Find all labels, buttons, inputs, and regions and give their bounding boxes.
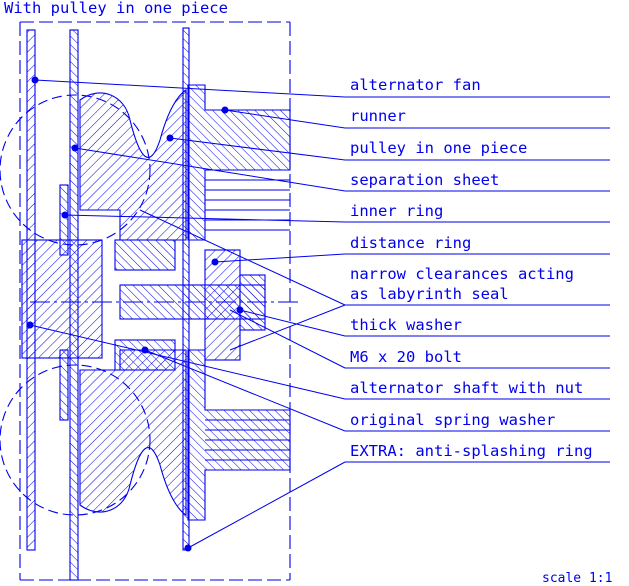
distance-ring-top: [114, 239, 176, 271]
label-pulley: pulley in one piece: [350, 139, 527, 157]
drawing-title: With pulley in one piece: [4, 0, 228, 17]
label-distance-ring: distance ring: [350, 234, 471, 252]
label-bolt: M6 x 20 bolt: [350, 348, 462, 366]
callout-labels: alternator fan runner pulley in one piec…: [350, 76, 593, 460]
inner-ring-bottom: [59, 349, 69, 421]
pulley-bottom-shape: [79, 349, 187, 516]
label-narrow-clearances-line1: narrow clearances acting: [350, 265, 574, 283]
leader-lines: [26, 76, 610, 552]
shaft-shape: [21, 239, 103, 359]
label-runner: runner: [350, 107, 406, 125]
runner-bottom-shape: [187, 349, 291, 521]
label-inner-ring: inner ring: [350, 202, 443, 220]
distance-ring-bottom: [114, 339, 176, 371]
label-separation-sheet: separation sheet: [350, 171, 499, 189]
detail-circle-top: [0, 94, 151, 246]
label-spring-washer: original spring washer: [350, 411, 555, 429]
label-shaft: alternator shaft with nut: [350, 379, 583, 397]
detail-circle-bottom: [0, 364, 151, 516]
runner-top-shape: [187, 84, 291, 241]
assembly-section: [0, 21, 300, 581]
label-narrow-clearances-line2: as labyrinth seal: [350, 285, 509, 303]
label-anti-splash: EXTRA: anti-splashing ring: [350, 442, 593, 460]
scale-note: scale 1:1: [542, 571, 612, 586]
label-thick-washer: thick washer: [350, 316, 462, 334]
label-alternator-fan: alternator fan: [350, 76, 481, 94]
pulley-top-shape: [79, 89, 187, 241]
